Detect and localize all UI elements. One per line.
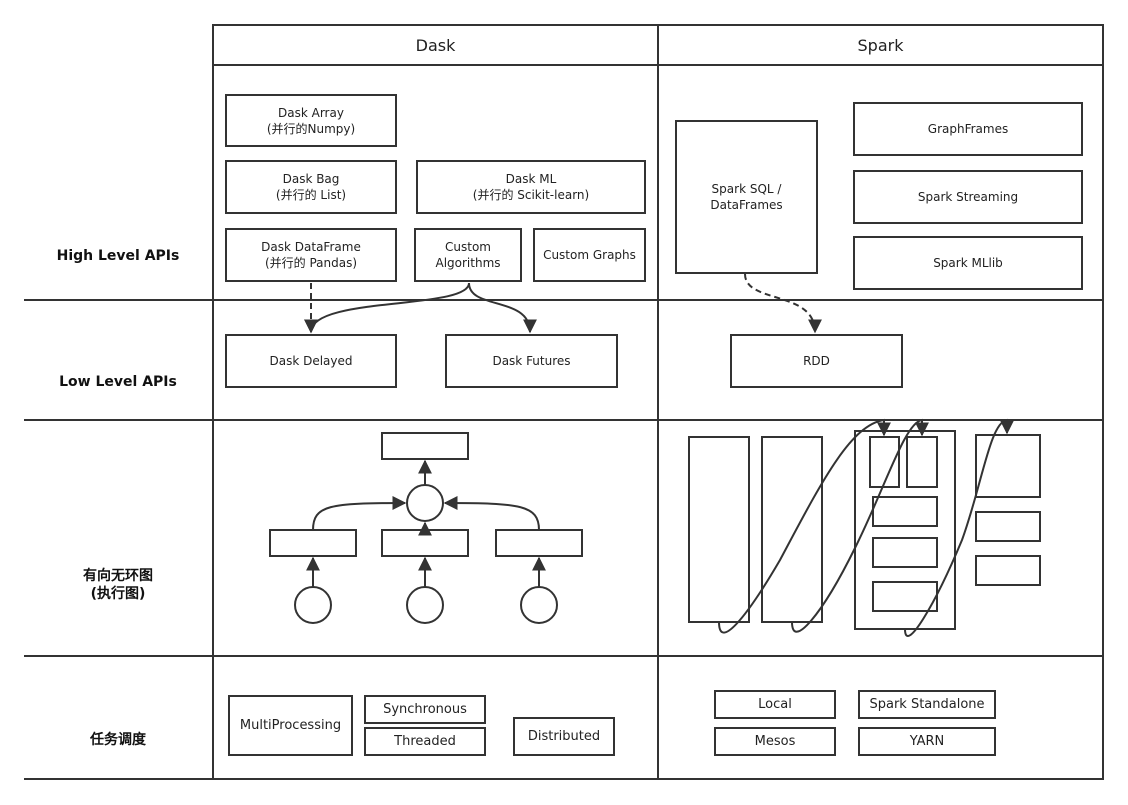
dag-middle-box <box>381 529 469 557</box>
spark-stage-block-1 <box>872 496 938 527</box>
column-header-spark: Spark <box>857 35 904 55</box>
custom-algorithms-box: Custom Algorithms <box>414 228 522 282</box>
row-label-scheduling: 任务调度 <box>90 732 146 748</box>
spark-loop-3 <box>904 418 1014 637</box>
dag-edge-left-to-center <box>312 496 407 531</box>
dag-left-box <box>269 529 357 557</box>
spark-stage-col-1 <box>688 436 750 623</box>
arrow-sql-to-rdd <box>744 273 822 334</box>
dask-delayed-box: Dask Delayed <box>225 334 397 388</box>
arrow-custom-to-delayed <box>304 282 470 334</box>
row-label-low-level: Low Level APIs <box>59 374 177 390</box>
dag-edge-right-to-center <box>443 496 540 531</box>
spark-stage-right-low <box>975 555 1041 586</box>
dag-leaf-left <box>294 586 332 624</box>
column-header-dask: Dask <box>415 35 456 55</box>
dask-bag-box: Dask Bag (并行的 List) <box>225 160 397 214</box>
spark-stage-right-top <box>975 434 1041 498</box>
dask-dataframe-box: Dask DataFrame (并行的 Pandas) <box>225 228 397 282</box>
graphframes-box: GraphFrames <box>853 102 1083 156</box>
custom-graphs-box: Custom Graphs <box>533 228 646 282</box>
dag-right-box <box>495 529 583 557</box>
grid-line-left <box>212 24 214 780</box>
multiprocessing-box: MultiProcessing <box>228 695 353 756</box>
dag-leaf-middle <box>406 586 444 624</box>
grid-line-row2 <box>24 419 1104 421</box>
spark-stage-block-2 <box>872 537 938 568</box>
dag-center-node <box>406 484 444 522</box>
threaded-box: Threaded <box>364 727 486 756</box>
spark-stage-small-a <box>869 436 900 488</box>
spark-streaming-box: Spark Streaming <box>853 170 1083 224</box>
grid-line-row3 <box>24 655 1104 657</box>
spark-sql-box: Spark SQL / DataFrames <box>675 120 818 274</box>
row-label-high-level: High Level APIs <box>56 248 180 264</box>
distributed-box: Distributed <box>513 717 615 756</box>
grid-line-mid <box>657 24 659 780</box>
synchronous-box: Synchronous <box>364 695 486 724</box>
spark-stage-block-3 <box>872 581 938 612</box>
spark-stage-small-b <box>906 436 938 488</box>
yarn-box: YARN <box>858 727 996 756</box>
spark-mllib-box: Spark MLlib <box>853 236 1083 290</box>
dask-futures-box: Dask Futures <box>445 334 618 388</box>
dag-leaf-right <box>520 586 558 624</box>
arrow-custom-to-futures <box>468 282 537 334</box>
dask-array-box: Dask Array (并行的Numpy) <box>225 94 397 147</box>
rdd-box: RDD <box>730 334 903 388</box>
spark-stages <box>688 418 1041 637</box>
dask-ml-box: Dask ML (并行的 Scikit-learn) <box>416 160 646 214</box>
grid-line-row1 <box>24 299 1104 301</box>
local-box: Local <box>714 690 836 719</box>
spark-loop-2 <box>791 418 929 633</box>
dask-dag <box>269 432 583 624</box>
spark-stage-group <box>854 430 956 630</box>
spark-standalone-box: Spark Standalone <box>858 690 996 719</box>
spark-loop-1 <box>718 418 891 634</box>
row-label-dag: 有向无环图 (执行图) <box>83 568 153 602</box>
mesos-box: Mesos <box>714 727 836 756</box>
grid-line-right <box>1102 24 1104 780</box>
dag-top-box <box>381 432 469 460</box>
grid-line-bottom <box>24 778 1104 780</box>
spark-stage-right-mid <box>975 511 1041 542</box>
spark-stage-col-2 <box>761 436 823 623</box>
